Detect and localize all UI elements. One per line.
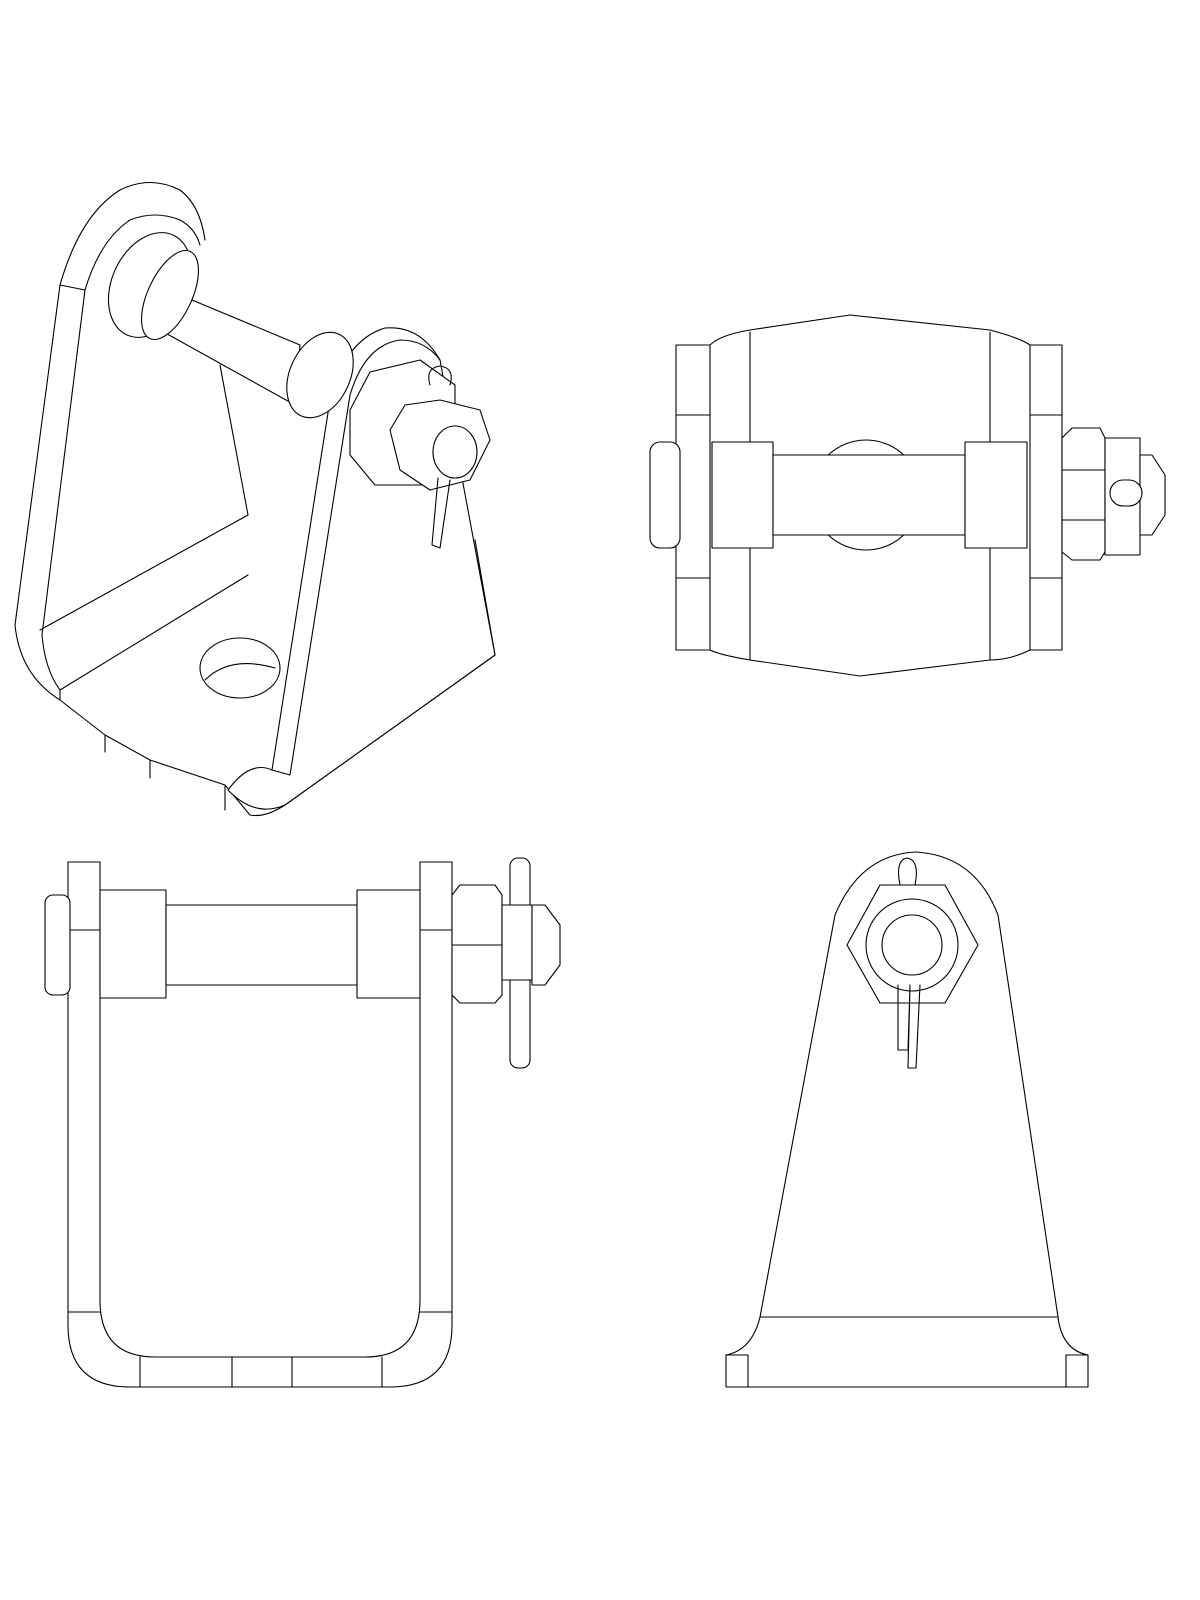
- front-plate-inner-edge: [271, 339, 441, 776]
- mounting-hole-inner: [204, 663, 276, 681]
- hex-nut: [1061, 427, 1106, 561]
- spacer-left: [99, 889, 167, 999]
- u-bracket-outer: [67, 861, 453, 1388]
- bracket-back-plate: [14, 182, 249, 636]
- pin-spacer-front: [286, 331, 354, 419]
- pin-head: [44, 894, 71, 996]
- pin-head: [649, 441, 681, 549]
- cotter-pin: [1109, 479, 1143, 507]
- spacer-left: [711, 441, 774, 549]
- hex-nut: [451, 884, 503, 1004]
- isometric-view: [14, 182, 496, 817]
- bracket-base-plate: [14, 514, 496, 817]
- side-view: [725, 851, 1089, 1388]
- cotter-pin: [428, 365, 452, 549]
- side-base-lines: [725, 1316, 1089, 1388]
- pin-end: [531, 904, 561, 986]
- pin-shaft: [165, 904, 358, 986]
- spacer-right: [964, 441, 1028, 549]
- side-plate-outline: [725, 851, 1089, 1388]
- mounting-hole: [199, 637, 281, 699]
- pin-end: [881, 914, 943, 976]
- pin-end: [1139, 454, 1166, 536]
- castle-nut: [501, 904, 533, 981]
- cotter-pin: [897, 857, 921, 1069]
- pin-end: [432, 425, 478, 479]
- front-view: [44, 857, 561, 1388]
- pin-head-ring: [141, 249, 199, 341]
- top-view: [649, 314, 1166, 677]
- spacer-right: [356, 889, 421, 999]
- pin-shaft: [772, 454, 966, 536]
- u-bracket-segments: [67, 929, 453, 1388]
- top-view-outline: [675, 314, 1063, 677]
